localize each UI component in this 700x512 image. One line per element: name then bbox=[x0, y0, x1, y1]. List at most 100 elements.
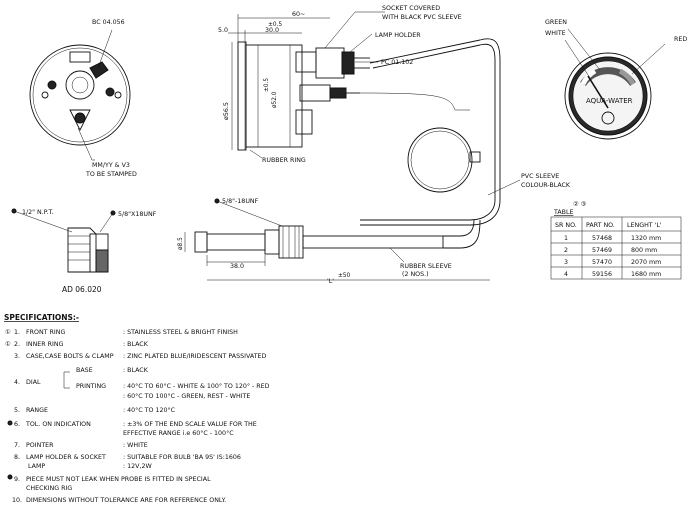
spec-label: RANGE bbox=[26, 407, 48, 414]
probe-length-tol: ±50 bbox=[338, 273, 351, 279]
dial-white-label: WHITE bbox=[545, 30, 566, 37]
spec-label: INNER RING bbox=[26, 341, 64, 348]
spec-label: POINTER bbox=[26, 442, 54, 449]
table-cell: 2070 mm bbox=[631, 259, 661, 266]
capillary-coil bbox=[407, 127, 473, 193]
dial-green-label: GREEN bbox=[545, 19, 567, 26]
sleeve-label-1: RUBBER SLEEVE bbox=[400, 263, 452, 270]
spec-tol-value-2: EFFECTIVE RANGE i.e 60°C - 100°C bbox=[123, 429, 234, 437]
front-view: BC 04.056 MM/YY & V3 TO BE STAMPED bbox=[29, 19, 137, 178]
table-header-part: PART NO. bbox=[586, 222, 615, 229]
dia-565: ø56.5 bbox=[223, 102, 230, 120]
table-header-sr: SR NO. bbox=[555, 222, 577, 229]
front-ref-leader bbox=[97, 29, 113, 69]
spec-label: CASE,CASE BOLTS & CLAMP bbox=[26, 353, 114, 360]
table-note-nums: ② ③ bbox=[573, 201, 587, 208]
spec-tol-label: TOL. ON INDICATION bbox=[25, 421, 91, 428]
probe-dia: ø8.5 bbox=[178, 237, 184, 250]
dial-pointer bbox=[587, 75, 609, 109]
front-hole-left bbox=[41, 91, 49, 99]
front-bolt-left bbox=[47, 80, 57, 90]
spec-num: 10. bbox=[12, 497, 22, 504]
dia-tol: ±0.5 bbox=[264, 78, 270, 92]
table-cell: 57470 bbox=[592, 259, 612, 266]
table-cell: 59156 bbox=[592, 271, 612, 278]
table-cell: 4 bbox=[564, 271, 568, 278]
adaptor-npt: 1/2" N.P.T. bbox=[22, 209, 54, 216]
rubber-ring-label: RUBBER RING bbox=[262, 157, 306, 164]
front-center-boss bbox=[65, 70, 95, 100]
spec-mark: ① bbox=[5, 329, 11, 336]
table-cell: 2 bbox=[564, 247, 568, 254]
front-stamp-leader bbox=[77, 127, 93, 161]
spec-lamp-value-1: : SUITABLE FOR BULB 'BA 9S' IS:1606 bbox=[123, 454, 241, 461]
probe-tip bbox=[194, 231, 208, 253]
spec-lamp-label-2: LAMP bbox=[28, 463, 45, 470]
spec-dial-base-value: : BLACK bbox=[123, 367, 149, 374]
specs-title: SPECIFICATIONS:- bbox=[4, 313, 79, 322]
spec-dial-base: BASE bbox=[76, 367, 93, 374]
stamp-note-line2: TO BE STAMPED bbox=[85, 171, 137, 178]
front-clamp-nut bbox=[74, 112, 86, 124]
spec-dial-bracket bbox=[63, 371, 70, 389]
side-socket-sleeve bbox=[315, 47, 345, 79]
probe-union bbox=[278, 225, 304, 259]
spec-mark: ① bbox=[5, 341, 11, 348]
front-bolt-right bbox=[105, 87, 115, 97]
front-hole-right bbox=[114, 91, 122, 99]
table-cell: 1680 mm bbox=[631, 271, 661, 278]
specifications: SPECIFICATIONS:- ① 1. FRONT RING : STAIN… bbox=[4, 313, 270, 504]
dia-52: ø52.0 bbox=[272, 91, 278, 108]
pvc-label-1: PVC SLEEVE bbox=[521, 173, 559, 180]
dim-30: 30.0 bbox=[265, 27, 279, 34]
spec-tol-value-1: : ±3% OF THE END SCALE VALUE FOR THE bbox=[123, 421, 257, 428]
adaptor-code: AD 06.020 bbox=[62, 285, 102, 294]
spec-lamp-num: 8. bbox=[14, 454, 20, 461]
spec-dial-printing: PRINTING bbox=[76, 383, 106, 390]
front-inner-ring bbox=[32, 47, 128, 143]
front-outer-ring bbox=[29, 44, 131, 146]
table-cell: 1320 mm bbox=[631, 235, 661, 242]
spec-dial-printing-1: : 40°C TO 60°C - WHITE & 100° TO 120° - … bbox=[123, 382, 270, 390]
pvc-label-2: COLOUR-BLACK bbox=[521, 182, 571, 189]
spec-num: 3. bbox=[14, 353, 20, 360]
adaptor-body bbox=[67, 227, 97, 273]
side-lamp-holder-body bbox=[295, 51, 317, 73]
spec-lamp-value-2: : 12V,2W bbox=[123, 463, 152, 470]
table-cell: 800 mm bbox=[631, 247, 657, 254]
spec-leak-num: 9. bbox=[14, 476, 20, 483]
table-cell: 57468 bbox=[592, 235, 612, 242]
table-cell: 3 bbox=[564, 259, 568, 266]
table-cell: 57469 bbox=[592, 247, 612, 254]
spec-value: : BLACK bbox=[123, 341, 149, 348]
front-ref-text: BC 04.056 bbox=[92, 19, 125, 26]
side-capillary-nut bbox=[329, 87, 347, 99]
probe-bulb bbox=[206, 233, 266, 251]
table-cell: 1 bbox=[564, 235, 568, 242]
table-header-length: LENGHT 'L' bbox=[627, 222, 662, 229]
spec-lamp-label-1: LAMP HOLDER & SOCKET bbox=[26, 454, 106, 461]
probe: ø8.5 38.0 'L' ±50 5/8"-18UNF RUBBER SLEE… bbox=[178, 198, 490, 285]
dim-tol-05: ±0.5 bbox=[268, 22, 282, 28]
table-title: TABLE bbox=[553, 209, 573, 216]
front-top-lug bbox=[69, 51, 91, 63]
spec-value: : STAINLESS STEEL & BRIGHT FINISH bbox=[123, 329, 238, 336]
lamp-holder-label: LAMP HOLDER bbox=[375, 32, 421, 39]
adaptor: 1/2" N.P.T. 5/8"X18UNF AD 06.020 bbox=[11, 208, 157, 294]
probe-rubber-sleeve bbox=[302, 235, 444, 249]
probe-dim-38: 38.0 bbox=[230, 263, 244, 270]
spec-leak-1: PIECE MUST NOT LEAK WHEN PROBE IS FITTED… bbox=[26, 476, 211, 483]
table-border bbox=[550, 216, 682, 280]
spec-dial-label: DIAL bbox=[26, 379, 41, 386]
sleeve-label-2: (2 NOS.) bbox=[402, 271, 429, 278]
dim-50: 5.0 bbox=[218, 27, 228, 34]
front-ref-label-plate bbox=[89, 61, 109, 79]
parts-table: ② ③ TABLE SR NO. PART NO. LENGHT 'L' 1 5… bbox=[550, 201, 682, 280]
dial-red-label: RED bbox=[674, 36, 687, 43]
stamp-note-line1: MM/YY & V3 bbox=[92, 162, 130, 169]
dial-view: AQUA-WATER GREEN WHITE RED bbox=[545, 19, 687, 140]
side-clamp bbox=[295, 109, 313, 135]
probe-length: 'L' bbox=[327, 278, 334, 285]
dial-lamp-window bbox=[601, 111, 615, 125]
